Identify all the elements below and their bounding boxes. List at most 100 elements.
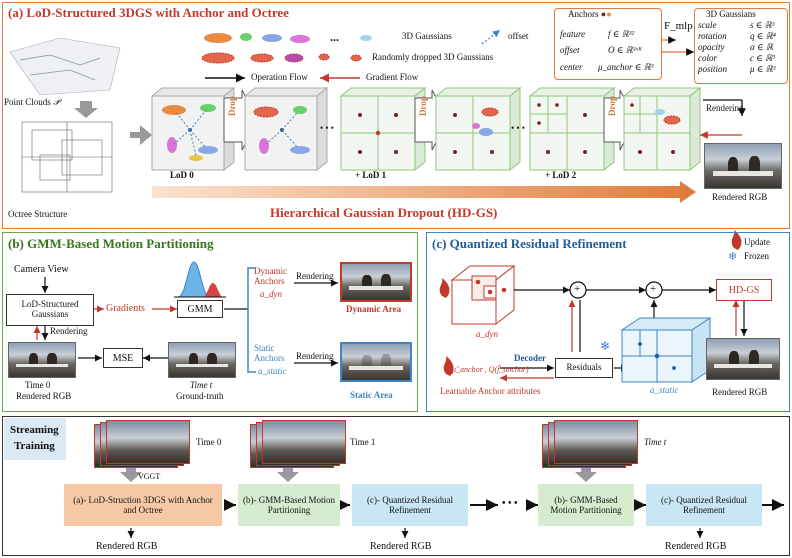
drop-label-2: Drop <box>418 96 428 116</box>
panel-c <box>426 232 790 412</box>
legend-grad-flow-label: Gradient Flow <box>366 72 419 82</box>
update-flame-icon <box>731 230 742 250</box>
time1-arrow <box>277 464 299 482</box>
frozen-icon: ❄ <box>728 251 738 263</box>
rendering-label-a: Rendering <box>706 103 744 113</box>
anchor-offset-value: O ∈ ℝ³ˣᴷ <box>608 45 643 55</box>
dynamic-area-image <box>340 262 412 302</box>
timet-arrow <box>575 464 597 482</box>
anchor-center-value: μ_anchor ∈ ℝ³ <box>598 62 654 72</box>
gaussians-attr-box <box>694 8 788 84</box>
lod0-label: LoD 0 <box>170 170 194 180</box>
lod0-dropped-cube <box>243 86 329 172</box>
step-c-box-1: (c)- Quantized Residual Refinement <box>352 484 468 526</box>
rendering-label-b2: Rendering <box>296 271 334 281</box>
step-c-box-2: (c)- Quantized Residual Refinement <box>646 484 762 526</box>
a-dyn-label-b: a_dyn <box>260 289 282 299</box>
lod1-anchors <box>358 113 398 154</box>
octree-graphic <box>21 121 113 193</box>
time1-label-s: Time 1 <box>350 437 376 447</box>
streaming-title-1: Streaming <box>10 424 59 436</box>
plus-label-1: + <box>574 283 581 295</box>
hd-gs-arrow <box>152 181 696 203</box>
vggt-label: VGGT <box>138 472 161 481</box>
panel-a-title: (a) LoD-Structured 3DGS with Anchor and … <box>8 5 289 20</box>
panel-a <box>2 2 790 229</box>
legend-dropped-label: Randomly dropped 3D Gaussians <box>372 52 494 62</box>
timet-label-s: Time t <box>644 437 667 447</box>
g-color-value: c ∈ ℝ³ <box>750 53 775 63</box>
frame-stack-time0 <box>94 420 190 468</box>
g-scale-value: s ∈ ℝ³ <box>750 20 775 30</box>
rendering-label-b1: Rendering <box>50 326 88 336</box>
lod2-anchors <box>537 103 587 154</box>
a-static-label-b: a_static <box>258 366 287 376</box>
legend-ellipsis: ... <box>330 30 339 44</box>
dots-1: • • • <box>320 123 334 133</box>
legend-gaussians-label: 3D Gaussians <box>402 31 452 41</box>
point-cloud-graphic <box>9 37 121 96</box>
streaming-title-box <box>4 418 66 460</box>
point-clouds-label: Point Clouds 𝒫 <box>4 97 60 107</box>
g-position-name: position <box>698 64 728 74</box>
legend-op-flow-label: Operation Flow <box>251 72 308 82</box>
fmlp-label: F_mlp <box>664 20 693 32</box>
a-dyn-label-c: a_dyn <box>476 329 498 339</box>
g-rotation-name: rotation <box>698 31 727 41</box>
rendered-rgb-label-c: Rendered RGB <box>712 387 768 397</box>
anchor-attr-math: μ̃_anchor , Q(f̃_anchor) <box>452 365 529 374</box>
g-opacity-name: opacity <box>698 42 725 52</box>
lod1-dropped-cube <box>434 86 522 172</box>
static-anchors-label: Static Anchors <box>254 343 285 363</box>
gmm-distribution-graphic <box>174 261 226 298</box>
step-b-box-1: (b)- GMM-Based Motion Partitioning <box>238 484 340 526</box>
streaming-panel <box>2 416 790 556</box>
camera-view-label: Camera View <box>14 264 69 275</box>
a-dyn-cube <box>450 264 516 326</box>
plus-label-2: + <box>650 283 657 295</box>
mse-box: MSE <box>103 348 143 368</box>
streaming-dots: • • • <box>502 498 518 509</box>
lod2-label: + LoD 2 <box>545 170 577 180</box>
dots-2: • • • <box>511 123 525 133</box>
rendered-rgb-s1: Rendered RGB <box>96 541 158 552</box>
anchor-center-name: center <box>560 62 583 72</box>
a-static-label-c: a_static <box>650 385 679 395</box>
pc-to-octree-arrow <box>74 101 98 118</box>
anchor-feature-value: f ∈ ℝ³² <box>608 29 635 39</box>
lod1-dropped-gaussians <box>453 107 499 154</box>
lod2-dropped-gaussians <box>630 103 681 154</box>
lod1-label: + LoD 1 <box>355 170 387 180</box>
dynamic-anchors-label: Dynamic Anchors <box>254 266 287 286</box>
g-color-name: color <box>698 53 717 63</box>
drop-label-1: Drop <box>227 96 237 116</box>
panel-b-title: (b) GMM-Based Motion Partitioning <box>8 236 214 251</box>
ground-truth-image-b <box>168 342 236 378</box>
dynamic-area-label: Dynamic Area <box>346 304 402 314</box>
snowflake-icon: ❄ <box>600 339 611 353</box>
learnable-label: Learnable Anchor attributes <box>440 386 541 396</box>
hd-gs-banner-label: Hierarchical Gaussian Dropout (HD-GS) <box>270 205 498 220</box>
a-static-cube <box>620 317 712 383</box>
lod-structured-gaussians-box: LoD-Structured Gaussians <box>6 294 94 326</box>
static-area-image <box>340 342 412 382</box>
anchors-title: Anchors ●● <box>568 9 612 19</box>
time0-label-s: Time 0 <box>196 437 222 447</box>
decoder-label: Decoder <box>514 353 546 363</box>
rendered-rgb-image-a <box>704 143 782 189</box>
rendered-rgb-s2: Rendered RGB <box>370 541 432 552</box>
attrs-flame-icon <box>443 356 454 376</box>
g-opacity-value: α ∈ ℝ <box>750 42 774 52</box>
panel-c-flame-icon <box>439 278 450 298</box>
drop-label-3: Drop <box>607 96 617 116</box>
rendering-label-b3: Rendering <box>296 351 334 361</box>
gradients-label: Gradients <box>106 303 145 314</box>
anchors-box <box>554 8 662 80</box>
update-label: Update <box>744 237 770 247</box>
ground-truth-label: Ground-truth <box>176 391 224 401</box>
octree-label: Octree Structure <box>8 209 68 219</box>
residuals-box: Residuals <box>555 358 613 378</box>
rendered-rgb-s3: Rendered RGB <box>665 541 727 552</box>
time-t-label-b: Time t <box>190 380 213 390</box>
